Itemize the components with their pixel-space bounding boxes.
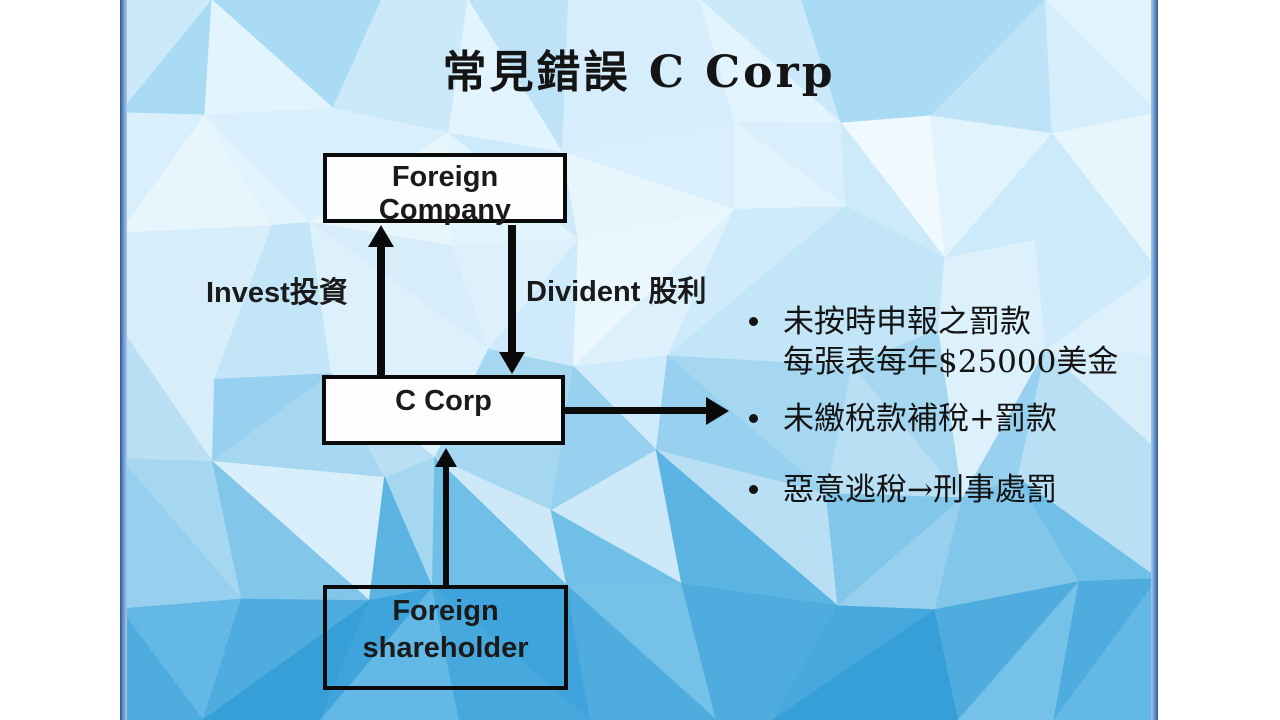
dividend-arrow-line: [508, 225, 516, 355]
bullet-text: 未繳稅款補稅+罰款: [783, 401, 1057, 437]
bullet-text: 惡意逃稅→刑事處罰: [783, 472, 1057, 508]
bullet-dot-icon: [749, 317, 758, 326]
invest-arrow-head: [368, 225, 394, 247]
bullet-dot-icon: [749, 485, 758, 494]
slide-border-left: [120, 0, 127, 720]
bullet-item-late-filing: 未按時申報之罰款 每張表每年$25000美金: [749, 302, 1118, 382]
slide-title: 常見錯誤 C Corp: [442, 47, 836, 98]
node-label-line1: Foreign: [392, 595, 499, 627]
bullet-text-lines: 未按時申報之罰款 每張表每年$25000美金: [783, 302, 1118, 382]
dividend-arrow-label: Divident 股利: [526, 276, 707, 308]
node-label: Foreign Company: [378, 161, 512, 226]
slide-canvas: 常見錯誤 C Corp Foreign Company Invest投資 Div…: [120, 0, 1158, 720]
penalties-arrow-head: [706, 397, 729, 425]
shareholder-arrow-line: [443, 464, 449, 585]
bullet-text-lines: 未繳稅款補稅+罰款: [783, 399, 1057, 439]
bullet-text: 未按時申報之罰款: [783, 304, 1031, 340]
penalties-arrow-line: [565, 407, 707, 414]
node-label-line2: shareholder: [362, 632, 529, 664]
bullet-item-unpaid-tax: 未繳稅款補稅+罰款: [749, 399, 1057, 439]
invest-arrow-line: [377, 244, 385, 375]
node-label: C Corp: [395, 385, 492, 417]
bullet-item-tax-evasion: 惡意逃稅→刑事處罰: [749, 470, 1057, 510]
node-c-corp: C Corp: [322, 375, 565, 445]
node-foreign-company: Foreign Company: [323, 153, 567, 226]
bullet-dot-icon: [749, 414, 758, 423]
bullet-text: 每張表每年$25000美金: [783, 344, 1119, 380]
shareholder-arrow-head: [435, 448, 457, 467]
slide-border-right: [1151, 0, 1158, 720]
node-foreign-shareholder: Foreign shareholder: [323, 585, 568, 690]
invest-arrow-label: Invest投資: [206, 277, 348, 309]
dividend-arrow-head: [499, 352, 525, 374]
bullet-text-lines: 惡意逃稅→刑事處罰: [783, 470, 1057, 510]
